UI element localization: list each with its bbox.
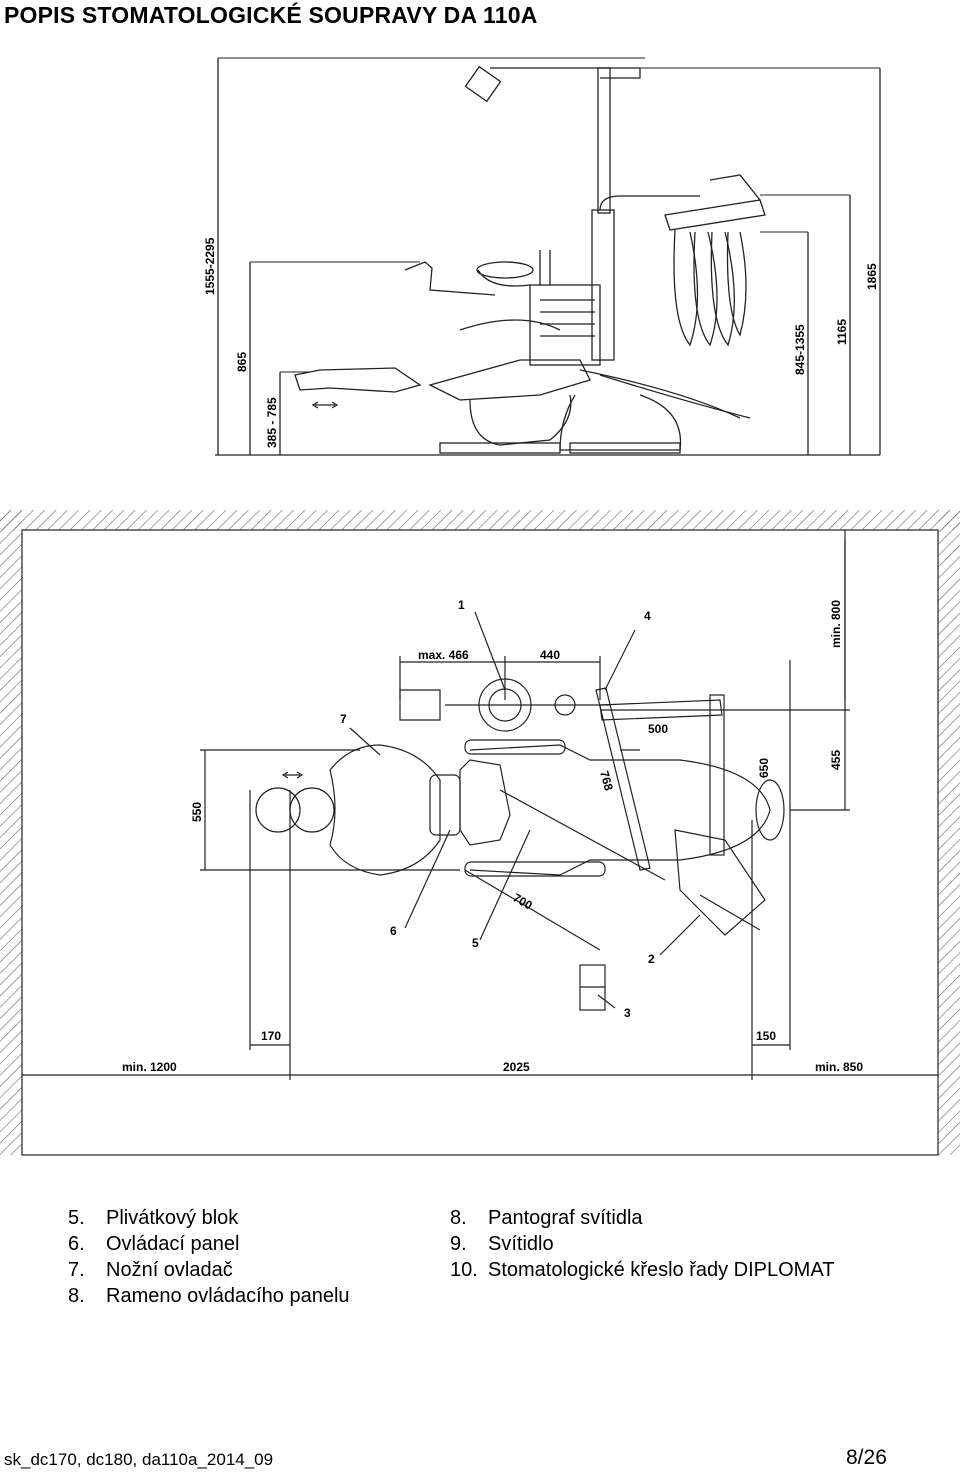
callout-3: 3 [624, 1006, 631, 1020]
legend-label: Pantograf svítidla [488, 1207, 643, 1229]
dim-500: 500 [648, 722, 668, 736]
legend-num: 10. [450, 1259, 478, 1281]
legend-label: Rameno ovládacího panelu [106, 1285, 350, 1307]
legend-num: 5. [68, 1207, 85, 1229]
top-view [0, 510, 960, 1156]
top-view-dimension-labels: max. 466 440 500 768 650 455 min. 800 55… [122, 600, 863, 1074]
callout-2: 2 [648, 952, 655, 966]
document-code: sk_dc170, dc180, da110a_2014_09 [4, 1450, 274, 1469]
legend-item: 6. Ovládací panel [68, 1231, 350, 1257]
callout-7: 7 [340, 712, 347, 726]
dim-550: 550 [190, 802, 204, 822]
legend-num: 9. [450, 1233, 467, 1255]
dim-1865: 1865 [865, 263, 879, 290]
legend-label: Ovládací panel [106, 1233, 240, 1255]
legend-num: 6. [68, 1233, 85, 1255]
legend-item: 10. Stomatologické křeslo řady DIPLOMAT [450, 1257, 834, 1283]
legend-num: 7. [68, 1259, 85, 1281]
legend-num: 8. [68, 1285, 85, 1307]
dim-650: 650 [757, 758, 771, 778]
legend-label: Nožní ovladač [106, 1259, 233, 1281]
legend-item: 9. Svítidlo [450, 1231, 834, 1257]
dim-385-785: 385 - 785 [265, 397, 279, 448]
legend-item: 5. Plivátkový blok [68, 1205, 350, 1231]
legend-left: 5. Plivátkový blok 6. Ovládací panel 7. Nož… [68, 1205, 350, 1309]
side-view-dimension-labels: 1555-2295 865 385 - 785 845-1355 1165 18… [203, 237, 879, 448]
legend-right: 8. Pantograf svítidla 9. Svítidlo 10. Stoma… [450, 1205, 834, 1283]
legend-num: 8. [450, 1207, 467, 1229]
callout-4: 4 [644, 609, 651, 623]
callout-1: 1 [458, 598, 465, 612]
legend-item: 8. Pantograf svítidla [450, 1205, 834, 1231]
legend-item: 7. Nožní ovladač [68, 1257, 350, 1283]
dim-min-850: min. 850 [815, 1060, 863, 1074]
side-view [215, 57, 881, 456]
dim-1165: 1165 [835, 319, 849, 345]
dim-865: 865 [235, 352, 249, 372]
dim-2025: 2025 [503, 1060, 530, 1074]
legend-item: 8. Rameno ovládacího panelu [68, 1283, 350, 1309]
dim-min-1200: min. 1200 [122, 1060, 177, 1074]
dim-150: 150 [756, 1029, 776, 1043]
dim-455: 455 [829, 750, 843, 770]
dim-max-466: max. 466 [418, 648, 469, 662]
legend-label: Plivátkový blok [106, 1207, 239, 1229]
legend-label: Stomatologické křeslo řady DIPLOMAT [488, 1259, 835, 1281]
dim-min-800: min. 800 [829, 600, 843, 648]
page-number: 8/26 [846, 1446, 887, 1469]
dim-1555-2295: 1555-2295 [203, 237, 217, 295]
callout-6: 6 [390, 924, 397, 938]
dim-440: 440 [540, 648, 560, 662]
callout-numbers: 1 2 3 4 5 6 7 [340, 598, 655, 1020]
page-title: POPIS STOMATOLOGICKÉ SOUPRAVY DA 110A [4, 2, 538, 28]
dim-845-1355: 845-1355 [793, 324, 807, 375]
dim-768: 768 [597, 769, 616, 792]
callout-5: 5 [472, 936, 479, 950]
legend-label: Svítidlo [488, 1233, 554, 1255]
technical-drawing: 1555-2295 865 385 - 785 845-1355 1165 18… [0, 57, 960, 1156]
dim-170: 170 [261, 1029, 281, 1043]
